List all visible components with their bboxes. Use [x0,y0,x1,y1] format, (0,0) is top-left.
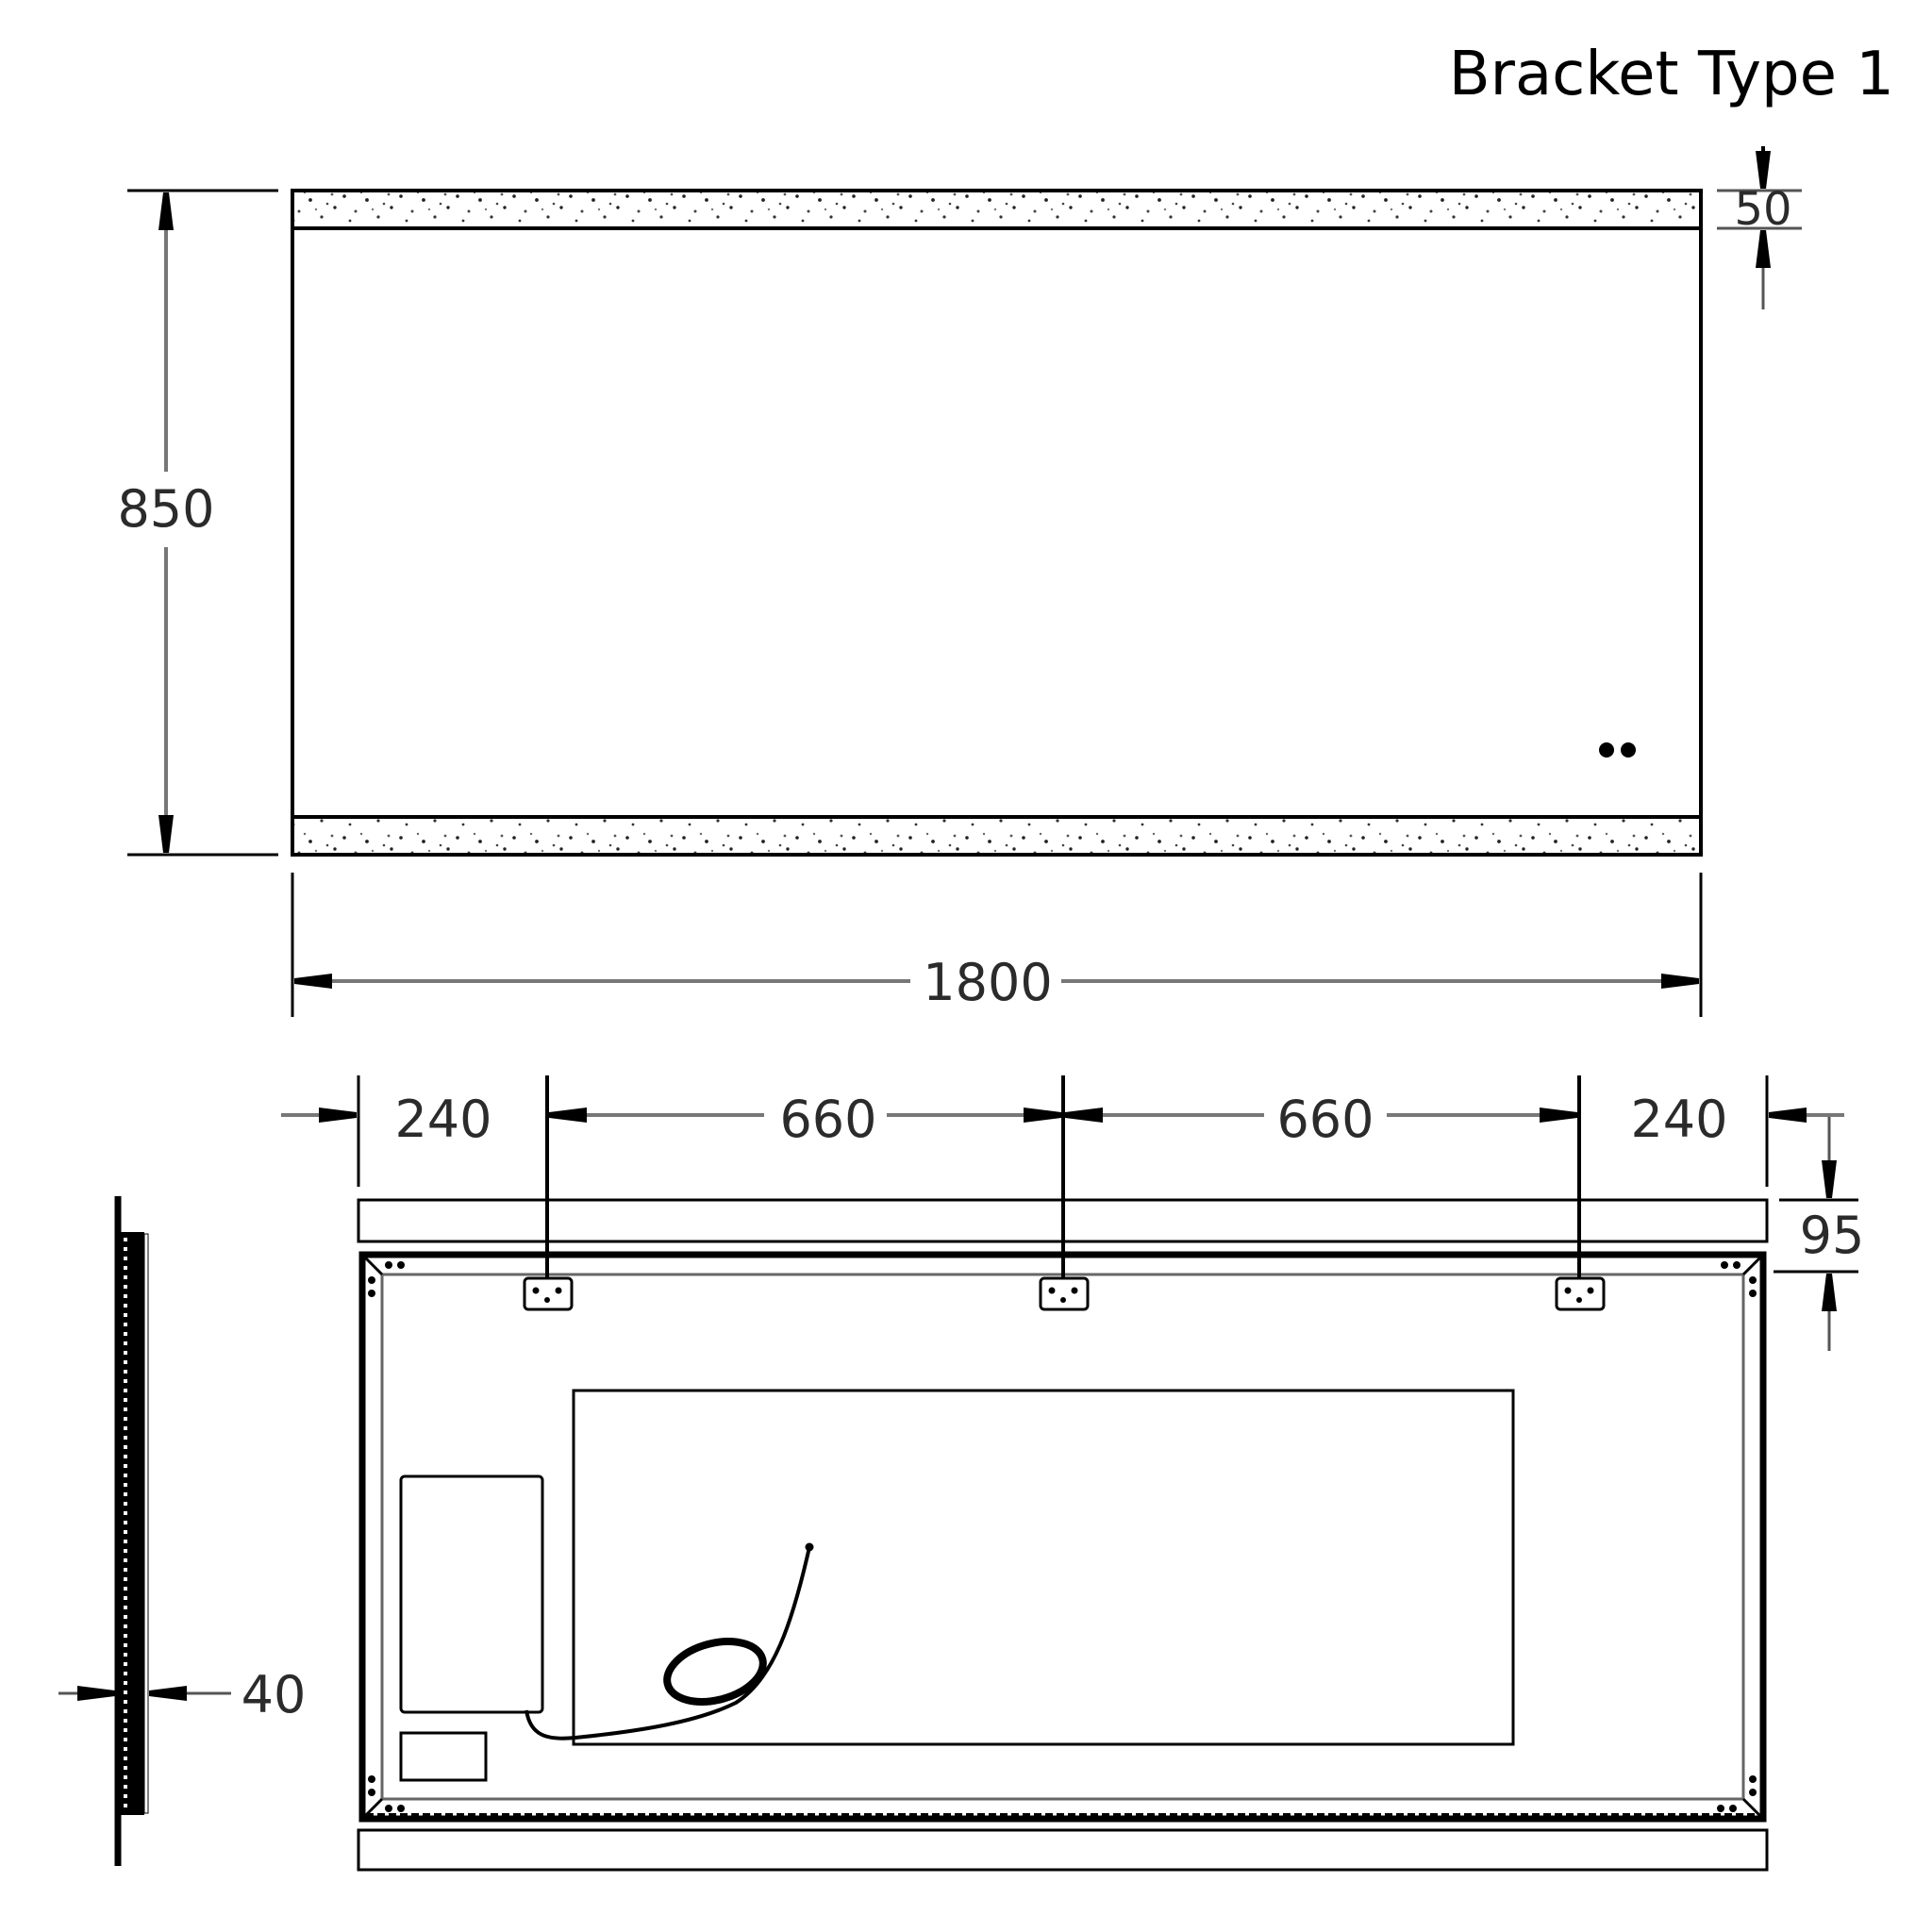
spacing-label-2: 660 [779,1090,876,1149]
height-label: 850 [117,479,214,539]
back-panel [572,1389,1515,1746]
power-cable-icon [525,1542,814,1740]
bracket-center [1039,1075,1090,1311]
rear-inner-frame [380,1273,1745,1801]
spacing-label-4: 240 [1630,1090,1727,1149]
front-view: 850 50 1800 [117,146,1802,1017]
bottom-light-band [291,815,1703,857]
bracket-spacing-dimension: 240 660 660 240 [281,1075,1844,1187]
width-label: 1800 [923,953,1052,1012]
mirror-outline [291,189,1703,857]
switch-box [399,1731,488,1782]
corner-screws [368,1261,1757,1812]
spacing-label-1: 240 [394,1090,491,1149]
bracket-offset-dimension: 95 [1774,1117,1864,1351]
bottom-rail [357,1828,1769,1872]
depth-label: 40 [242,1665,307,1724]
height-dimension: 850 [117,189,278,857]
transformer-box [399,1474,544,1714]
top-light-band [291,189,1703,230]
light-band-dimension: 50 [1717,146,1802,309]
bracket-left [523,1075,574,1311]
light-band-label: 50 [1734,183,1791,236]
spacing-label-3: 660 [1276,1090,1374,1149]
width-dimension: 1800 [291,873,1703,1017]
bracket-offset-label: 95 [1800,1206,1865,1265]
side-view: 40 [58,1196,306,1866]
bracket-right [1555,1075,1606,1311]
touch-sensor-icon [1599,742,1636,758]
drawing-title: Bracket Type 1 [1448,40,1894,109]
rear-view: 240 660 660 240 95 [281,1075,1864,1872]
